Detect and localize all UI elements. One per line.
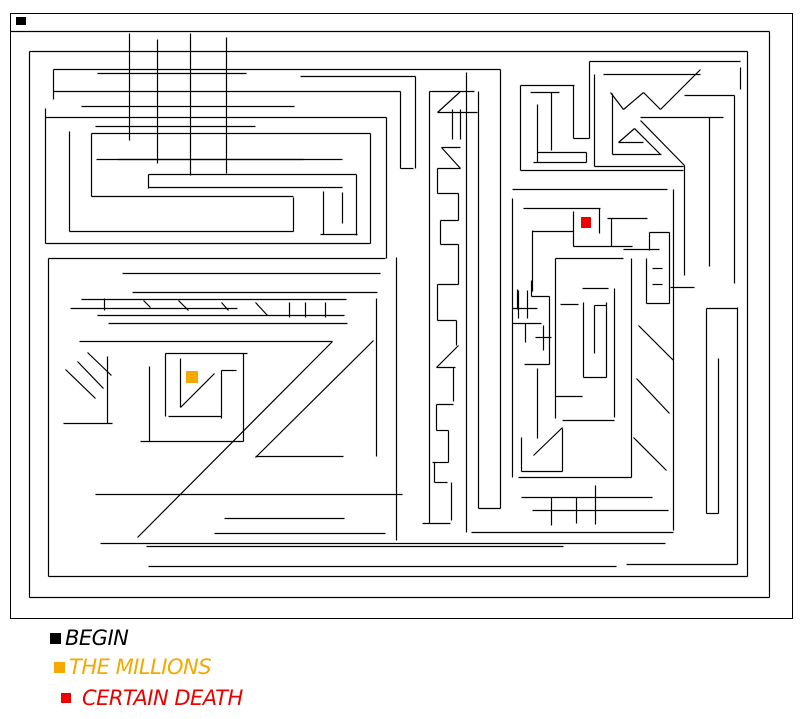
maze-wall: [643, 92, 661, 110]
legend-label-the-millions: THE MILLIONS: [69, 655, 212, 679]
maze: [10, 13, 793, 619]
maze-wall: [638, 325, 674, 361]
orange-square-icon: [54, 661, 65, 673]
maze-wall: [437, 91, 461, 113]
legend-begin: BEGIN: [50, 626, 129, 650]
certain-death-marker: [581, 217, 591, 228]
maze-wall: [178, 300, 189, 311]
black-square-icon: [50, 632, 61, 644]
legend-label-begin: BEGIN: [65, 626, 129, 650]
maze-wall: [636, 378, 670, 414]
maze-wall: [65, 369, 96, 399]
maze-wall: [436, 345, 459, 368]
legend-certain-death: CERTAIN DEATH: [61, 686, 243, 710]
the-millions-marker: [186, 371, 198, 383]
maze-wall: [441, 147, 461, 169]
maze-wall: [180, 373, 215, 408]
maze-wall: [255, 340, 374, 458]
maze-wall: [255, 302, 268, 316]
legend-label-certain-death: CERTAIN DEATH: [82, 686, 243, 710]
begin-marker: [16, 17, 26, 25]
maze-wall: [137, 341, 333, 538]
maze-wall: [633, 437, 667, 471]
maze-wall: [660, 69, 701, 110]
maze-outer-frame: [10, 13, 793, 619]
red-square-icon: [61, 693, 71, 703]
maze-wall: [533, 427, 563, 456]
legend-the-millions: THE MILLIONS: [54, 655, 212, 679]
maze-wall: [623, 92, 644, 110]
maze-wall: [618, 128, 635, 143]
maze-wall: [221, 302, 229, 311]
maze-wall: [640, 120, 685, 166]
maze-walls: [10, 30, 771, 599]
maze-wall: [77, 361, 104, 389]
maze-wall: [634, 128, 661, 155]
maze-wall: [143, 300, 151, 308]
